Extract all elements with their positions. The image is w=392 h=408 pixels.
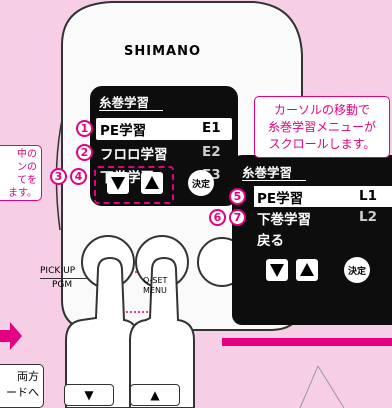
bottom-down-key: ▼ [64,384,114,406]
pickup-button-label[interactable]: PICK UP [40,266,76,276]
down-triangle-icon [270,264,284,277]
menu-row-fluoro[interactable]: フロロ学習 [100,143,168,163]
menu-row-label: フロロ学習 [100,147,168,163]
selected-row-highlight [254,186,392,207]
callout-line: てを [17,175,37,186]
title-underline [99,110,163,111]
menu-row-label: PE学習 [257,191,304,207]
callout-line: ードへ [6,386,39,399]
callout-line: ます。 [8,188,37,199]
menu-row-label: PE学習 [100,123,147,139]
mode-note-callout: 両方 ードへ [0,364,44,408]
label-divider [40,278,88,279]
step-number: 7 [229,209,246,226]
bottom-up-key: ▲ [130,384,180,406]
oset-button-label[interactable]: O-SET [143,276,168,285]
down-triangle-icon [111,177,125,190]
scroll-note-callout: カーソルの移動で 糸巻学習メニューが スクロールします。 [254,96,390,158]
callout-line: 糸巻学習メニューが [267,120,376,134]
menu-button-label[interactable]: MENU [143,286,167,295]
menu-row-underwind[interactable]: 下巻学習 [257,208,311,228]
up-triangle-icon [145,176,159,189]
decide-key[interactable]: 決定 [188,170,214,196]
callout-line: カーソルの移動で [273,103,370,117]
decide-key[interactable]: 決定 [344,257,370,283]
step-number: 5 [229,188,246,205]
up-arrow-key[interactable] [296,259,318,281]
up-triangle-icon [300,263,314,276]
pgm-button-label[interactable]: PGM [52,280,73,290]
zoom-lcd-screen: 糸巻学習 PE学習 L1 下巻学習 L2 戻る 決定 [232,155,392,325]
menu-row-pe[interactable]: PE学習 [257,187,303,207]
menu-row-code: E1 [202,120,221,136]
left-note-callout: 中の ンの てを ます。 [0,145,42,201]
step-number: 2 [76,144,93,161]
step-number: 4 [70,168,87,185]
down-arrow-key[interactable] [107,172,129,194]
menu-row-code: E2 [202,144,221,160]
step-number: 3 [50,168,67,185]
callout-line: ンの [17,162,37,173]
callout-line: 中の [17,149,37,160]
step-number: 1 [76,120,93,137]
lcd-title: 糸巻学習 [242,165,293,180]
up-arrow-key[interactable] [141,172,163,194]
menu-row-label: 戻る [257,233,284,249]
selected-row-highlight [96,118,232,140]
callout-line: 両方 [17,370,39,383]
menu-row-pe[interactable]: PE学習 [100,119,146,139]
down-arrow-key[interactable] [266,259,288,281]
step-number: 6 [209,209,226,226]
menu-row-code: L1 [359,188,377,204]
menu-row-back[interactable]: 戻る [257,229,284,249]
menu-row-label: 下巻学習 [257,212,311,228]
arrow-keys-highlight [94,166,174,204]
title-underline [242,180,306,181]
menu-row-code: L2 [359,209,377,225]
brand-logo: SHIMANO [124,44,202,59]
callout-line: スクロールします。 [268,137,376,151]
lcd-title: 糸巻学習 [99,95,150,110]
